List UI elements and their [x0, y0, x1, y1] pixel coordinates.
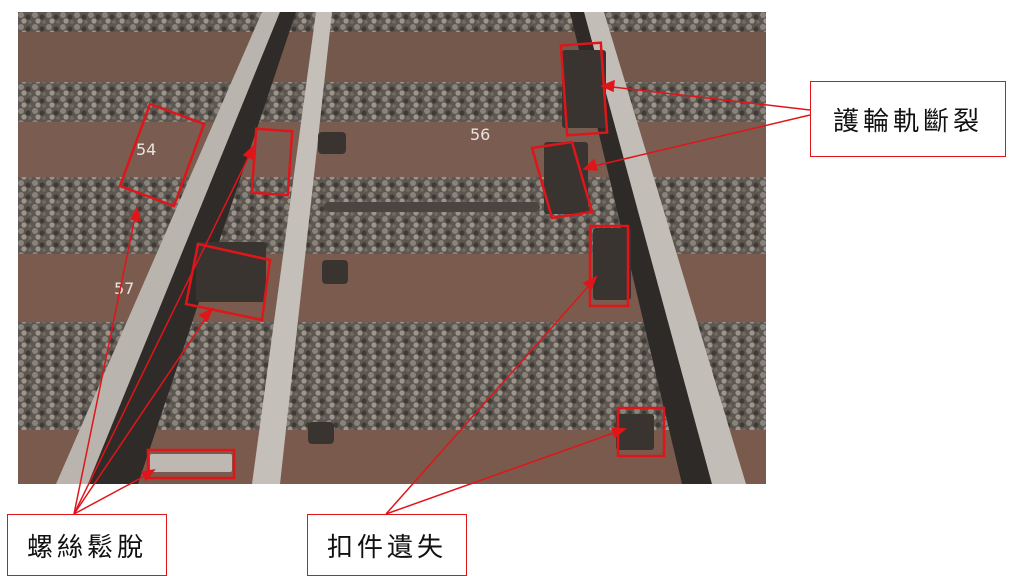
guard-rail — [570, 12, 712, 484]
highlight-box — [250, 127, 294, 197]
sleeper-marks: 54 56 57 — [114, 125, 490, 298]
sleeper — [18, 32, 766, 82]
callout-clip-missing: 扣件遺失 — [307, 514, 467, 576]
left-rail-web — [88, 12, 296, 484]
highlight-box — [559, 41, 609, 137]
rails — [56, 12, 746, 484]
fasteners — [150, 50, 654, 472]
highlight-box — [146, 448, 236, 480]
highlight-box — [118, 102, 206, 208]
right-rail — [584, 12, 746, 484]
callout-bolt-loose: 螺絲鬆脫 — [7, 514, 167, 576]
callout-guard-rail-broken: 護輪軌斷裂 — [810, 81, 1006, 157]
left-rail — [56, 12, 280, 484]
highlight-box — [616, 406, 666, 458]
highlight-box — [184, 242, 272, 322]
highlight-box — [588, 224, 630, 308]
leader-lines — [73, 79, 811, 515]
highlight-box — [530, 140, 594, 220]
sleeper-mark: 56 — [470, 125, 490, 144]
sleeper-mark: 54 — [136, 140, 156, 159]
highlight-boxes — [118, 41, 666, 480]
center-rail — [252, 12, 332, 484]
